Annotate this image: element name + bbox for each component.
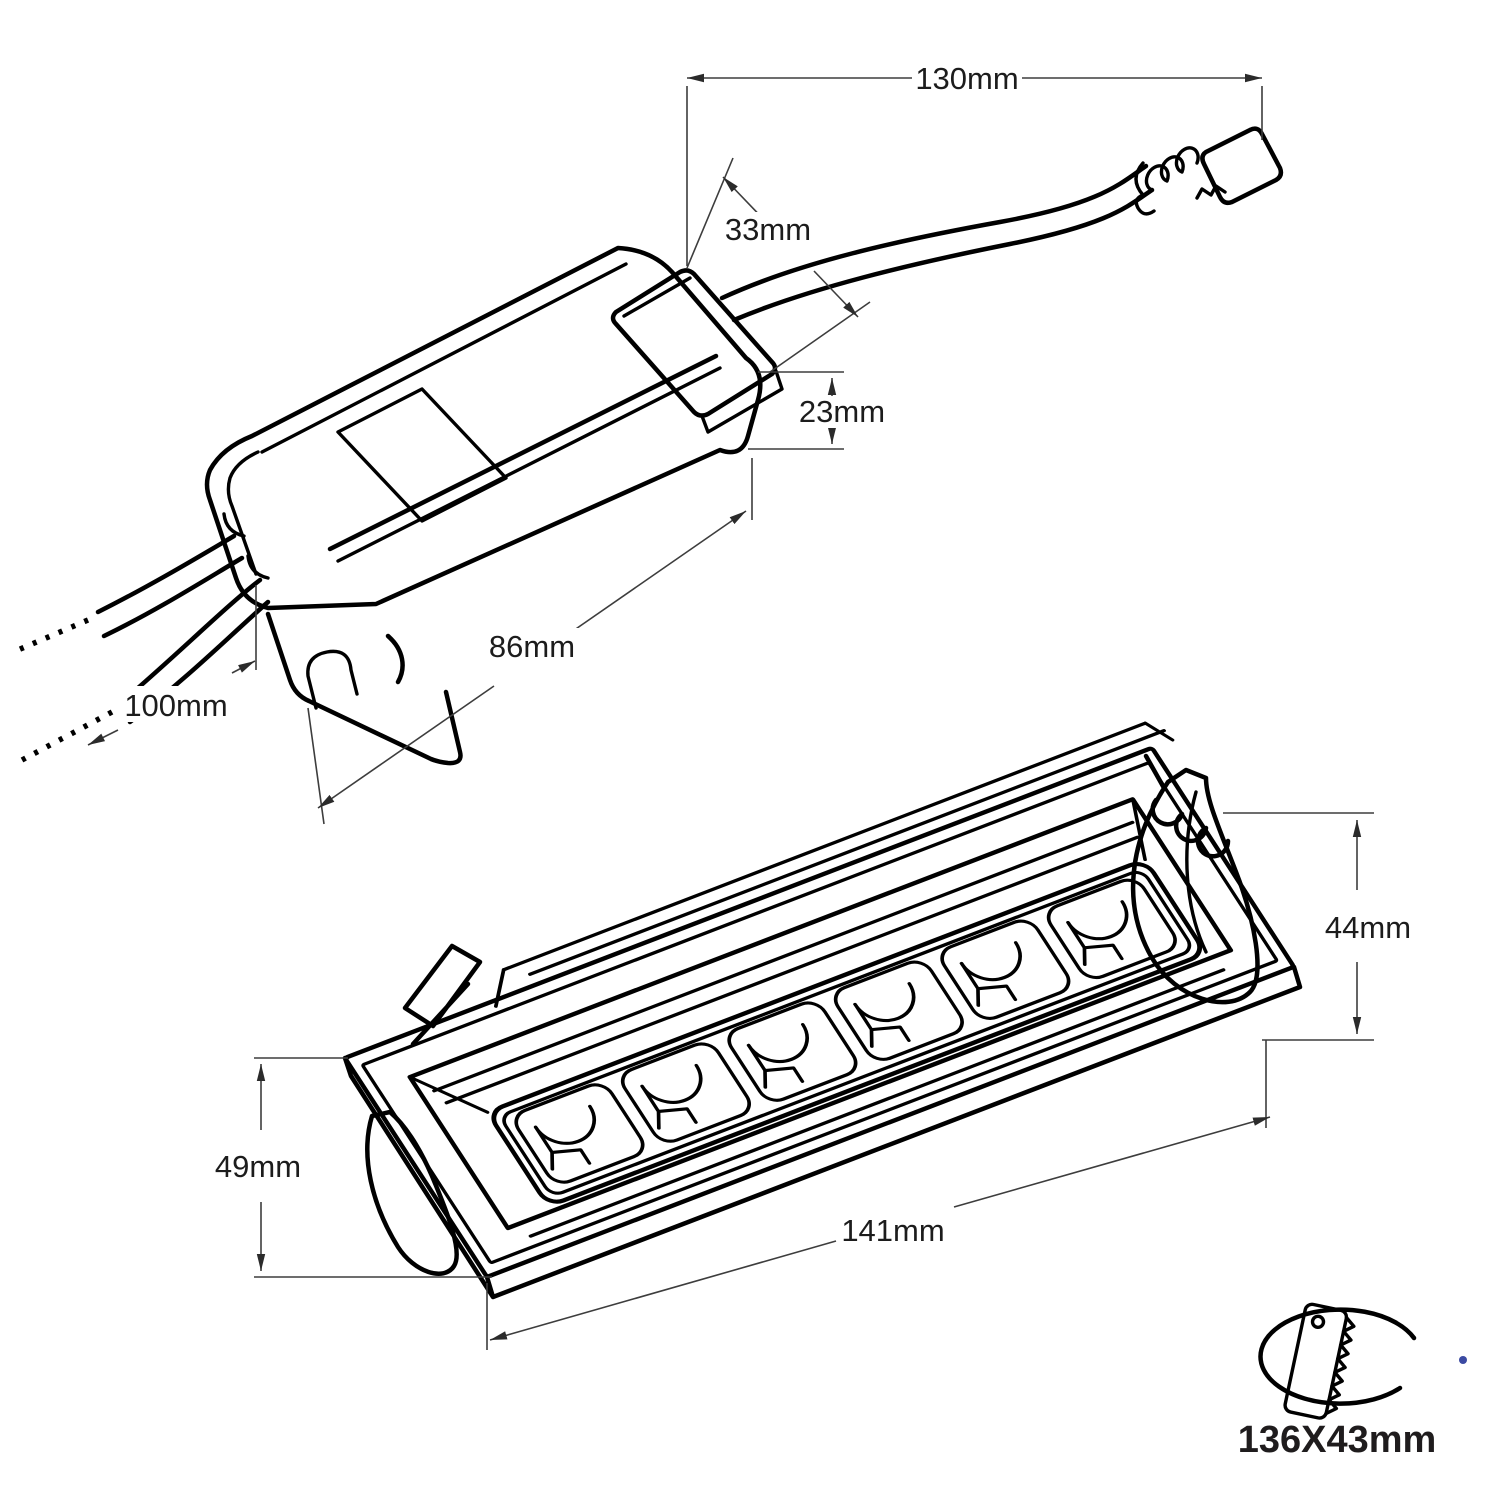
dim-label-wire-length: 100mm	[124, 688, 227, 723]
driver-body-outline	[204, 245, 763, 611]
driver-lid-seam	[260, 262, 628, 454]
led-module-outline	[491, 862, 1203, 1204]
dimension-body-height: 23mm	[748, 371, 888, 450]
driver-cable	[719, 163, 1155, 323]
dimension-connector-housing: 33mm	[686, 157, 871, 373]
saw-hole	[1310, 1314, 1326, 1329]
led-module-bezel	[502, 870, 1192, 1195]
saw-icon	[1283, 1302, 1356, 1420]
spring-clip-right-arm	[1130, 767, 1260, 1005]
dim-label-trim-length: 141mm	[841, 1213, 944, 1248]
ceiling-cutout-icon: 136X43mm	[1238, 1302, 1467, 1461]
input-wires	[95, 533, 271, 725]
driver-label	[336, 387, 508, 523]
cutout-size-label: 136X43mm	[1238, 1419, 1437, 1461]
trim-outer-frame	[343, 746, 1296, 1279]
led-driver-drawing	[16, 126, 1284, 766]
mounting-tab	[265, 611, 463, 766]
recessed-downlight-drawing	[342, 721, 1303, 1300]
fixture-body-behind	[493, 721, 1175, 1008]
cable-strain-relief	[1134, 146, 1227, 216]
dimension-trim-length: 141mm	[486, 1040, 1271, 1350]
dim-label-cable-length: 130mm	[915, 61, 1018, 96]
driver-housing-side	[622, 276, 784, 434]
trim-thickness-edges	[342, 964, 1303, 1300]
cutout-ellipse	[1258, 1307, 1417, 1406]
spring-clip-left-tab	[402, 943, 483, 1047]
keyhole-slot	[306, 649, 359, 710]
driver-wire-clamp	[222, 512, 270, 580]
dim-label-trim-width: 49mm	[215, 1149, 301, 1184]
dimension-body-length: 86mm	[307, 458, 753, 825]
dim-label-housing: 33mm	[725, 212, 811, 247]
blue-dot	[1459, 1356, 1467, 1364]
dim-label-body-height: 23mm	[799, 394, 885, 429]
spring-clip-left-arm	[365, 1109, 459, 1276]
trim-opening	[407, 797, 1234, 1231]
dim-label-body-length: 86mm	[489, 629, 575, 664]
driver-connector-housing	[610, 268, 778, 418]
driver-front-lip	[336, 366, 722, 563]
dimension-cable-length: 130mm	[686, 61, 1263, 266]
recess-walls	[408, 797, 1226, 1238]
saw-blade	[1283, 1302, 1349, 1420]
driver-endcap-seam	[226, 450, 260, 576]
input-wires-dotted	[16, 617, 114, 763]
luminaire-trim-group	[343, 721, 1296, 1279]
dim-label-fixture-height: 44mm	[1325, 910, 1411, 945]
saw-teeth	[1324, 1315, 1356, 1416]
dimension-trim-width: 49mm	[210, 1057, 492, 1278]
dimension-input-wires: 100mm	[87, 585, 257, 746]
spring-clip-right-detail	[1185, 790, 1208, 954]
dimension-fixture-height: 44mm	[1223, 812, 1418, 1041]
driver-front-edge	[327, 353, 719, 552]
dc-plug	[1200, 126, 1284, 206]
